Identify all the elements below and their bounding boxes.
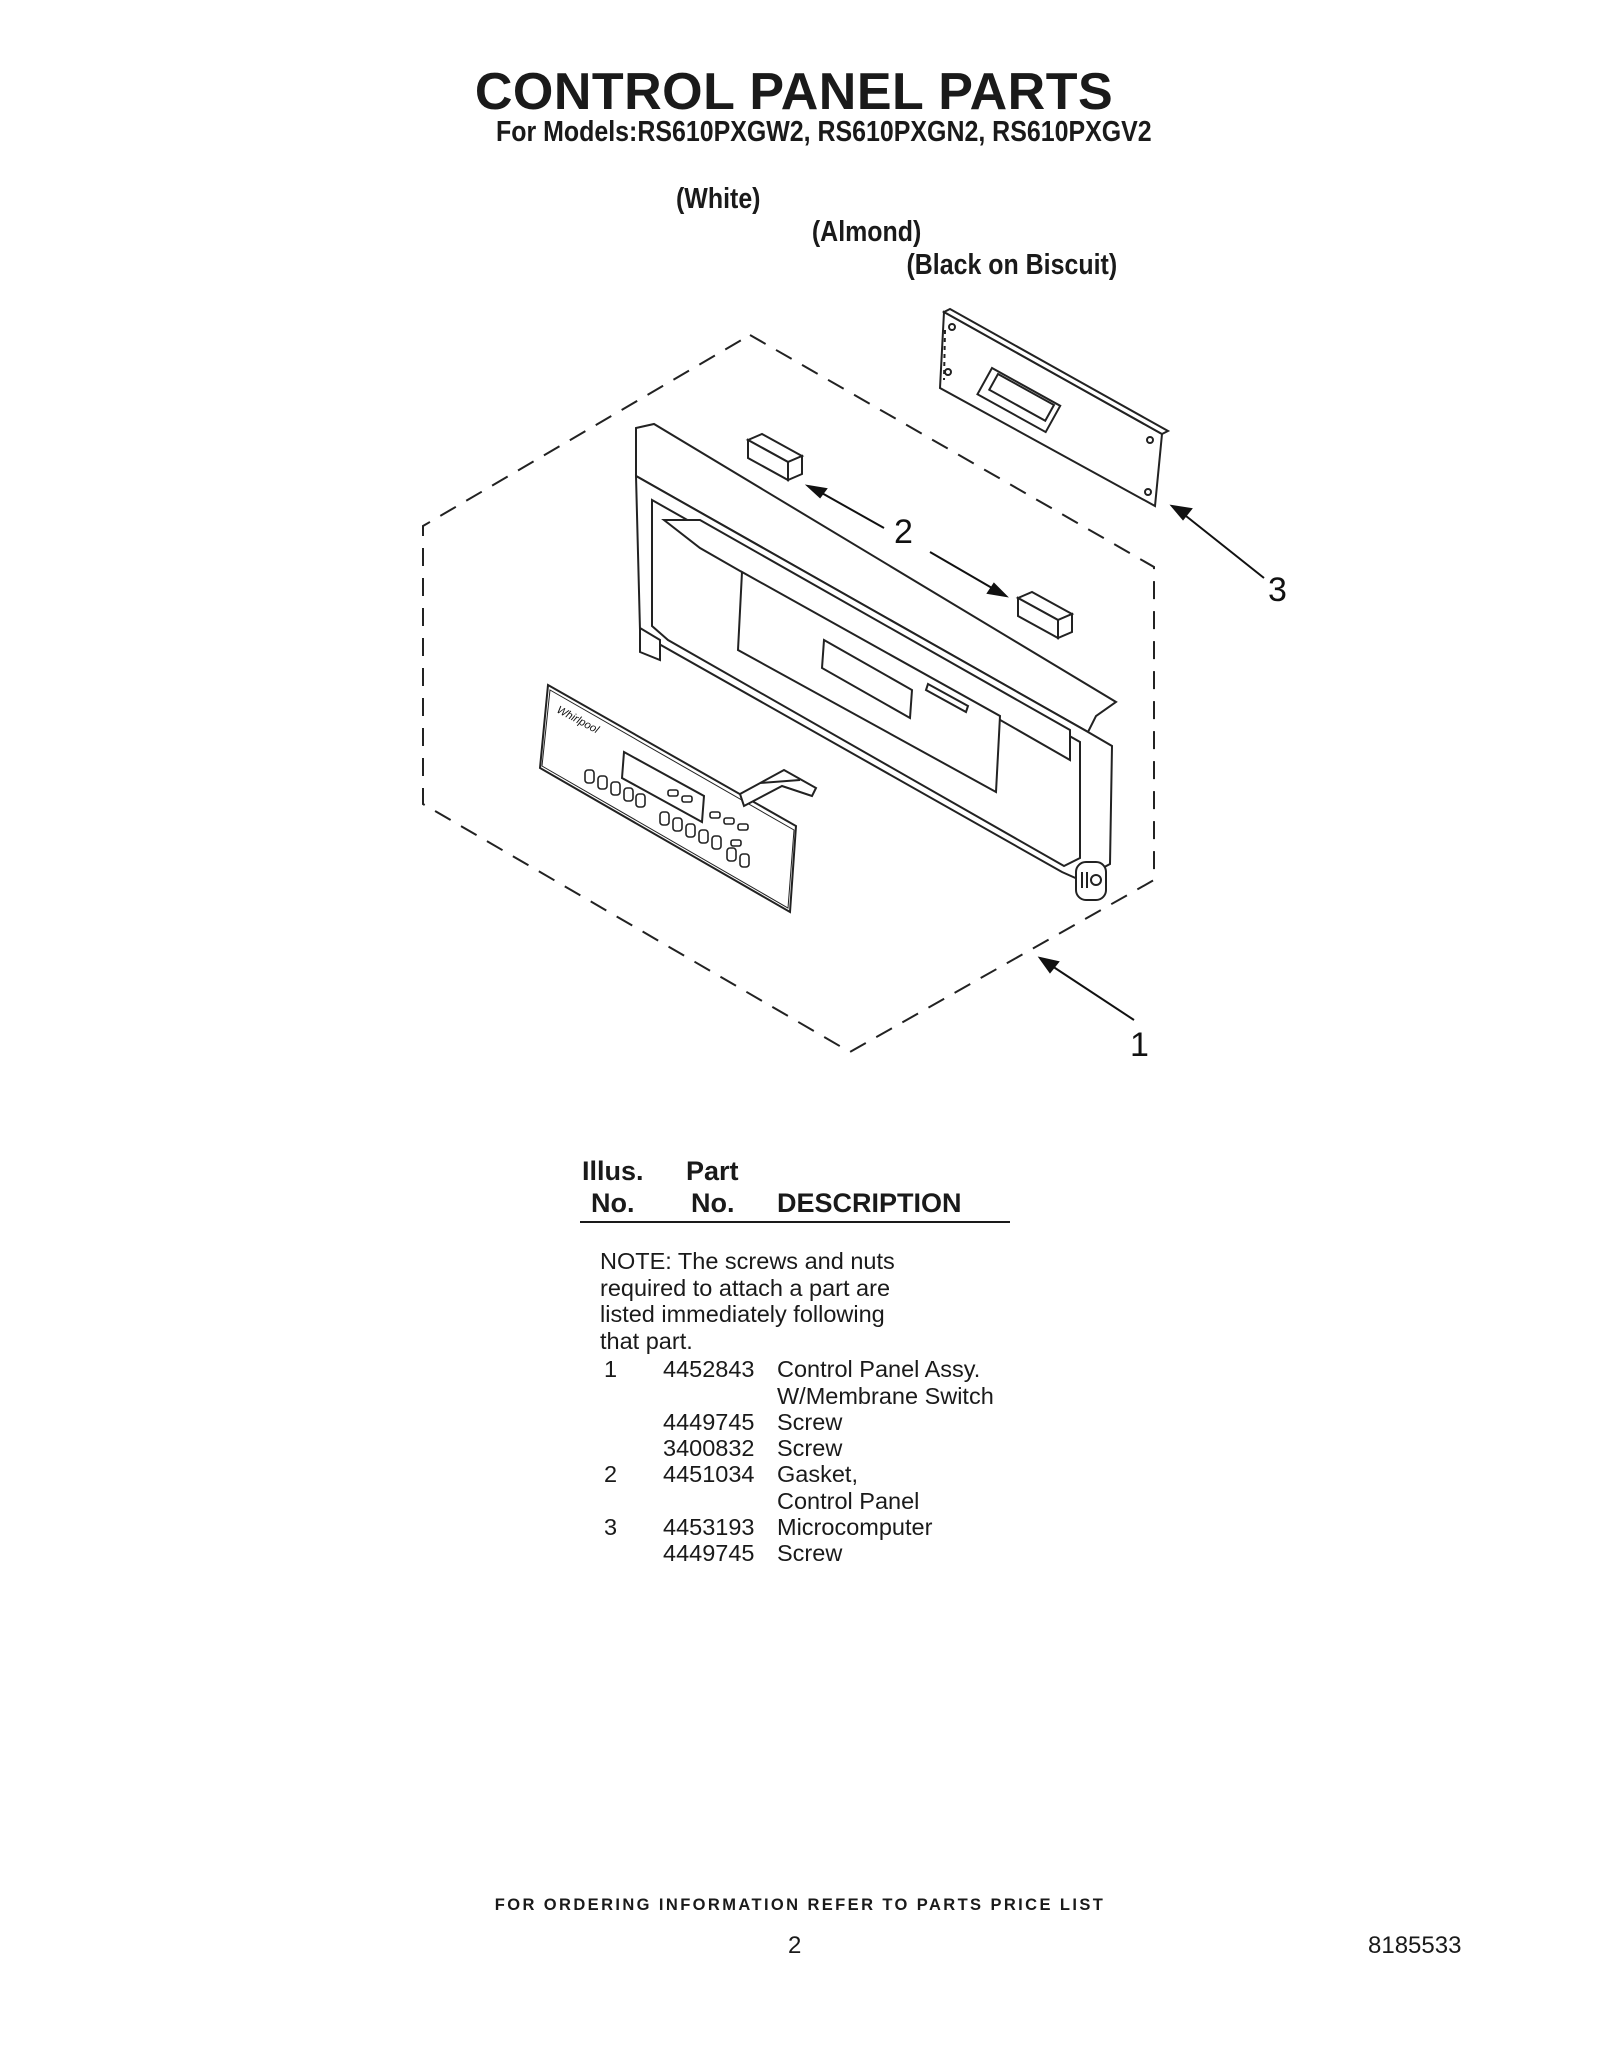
models-line: For Models:RS610PXGW2, RS610PXGN2, RS610… bbox=[496, 116, 1152, 148]
header-divider bbox=[580, 1221, 1010, 1223]
callout-leaders bbox=[804, 484, 1265, 1021]
page-number: 2 bbox=[788, 1932, 802, 1959]
row-5-description: Microcomputer bbox=[777, 1514, 933, 1540]
screws-note: NOTE: The screws and nuts required to at… bbox=[600, 1248, 895, 1354]
row-1-description: Control Panel Assy. W/Membrane Switch bbox=[777, 1356, 994, 1409]
row-2-part: 4449745 bbox=[663, 1409, 755, 1435]
header-part: Part bbox=[686, 1156, 739, 1186]
assembly-boundary bbox=[422, 333, 1155, 1054]
row-6-description: Screw bbox=[777, 1540, 843, 1566]
row-2-description: Screw bbox=[777, 1409, 843, 1435]
row-3-part: 3400832 bbox=[663, 1435, 755, 1461]
control-panel-frame bbox=[634, 422, 1118, 901]
document-number: 8185533 bbox=[1368, 1932, 1462, 1959]
page-title: CONTROL PANEL PARTS bbox=[474, 63, 1114, 121]
header-illus: Illus. bbox=[582, 1156, 644, 1186]
header-illus-no: No. bbox=[591, 1188, 635, 1218]
microcomputer-board bbox=[938, 307, 1171, 508]
callout-1: 1 bbox=[1130, 1026, 1149, 1064]
membrane-switch-panel bbox=[538, 683, 818, 914]
variant-white: (White) bbox=[676, 183, 761, 215]
header-part-no: No. bbox=[691, 1188, 735, 1218]
callout-3: 3 bbox=[1268, 571, 1287, 609]
model-variants: (White) (Almond) (Black on Biscuit) bbox=[676, 150, 1117, 282]
header-description: DESCRIPTION bbox=[777, 1188, 962, 1218]
row-3-description: Screw bbox=[777, 1435, 843, 1461]
row-4-part: 4451034 bbox=[663, 1461, 755, 1487]
gasket-lower bbox=[1015, 590, 1075, 640]
callout-2: 2 bbox=[894, 513, 913, 551]
ordering-footer: FOR ORDERING INFORMATION REFER TO PARTS … bbox=[494, 1896, 1106, 1914]
exploded-parts-diagram: Whirlpool 2 3 1 bbox=[422, 307, 1287, 1064]
row-4-description: Gasket, Control Panel bbox=[777, 1461, 920, 1514]
row-1-illus: 1 bbox=[604, 1356, 618, 1382]
variant-almond: (Almond) bbox=[811, 216, 922, 248]
row-5-part: 4453193 bbox=[663, 1514, 755, 1540]
row-5-illus: 3 bbox=[604, 1514, 618, 1540]
row-1-part: 4452843 bbox=[663, 1356, 755, 1382]
row-6-part: 4449745 bbox=[663, 1540, 755, 1566]
variant-black-on-biscuit: (Black on Biscuit) bbox=[906, 249, 1118, 281]
row-4-illus: 2 bbox=[604, 1461, 618, 1487]
gasket-upper bbox=[745, 432, 805, 482]
